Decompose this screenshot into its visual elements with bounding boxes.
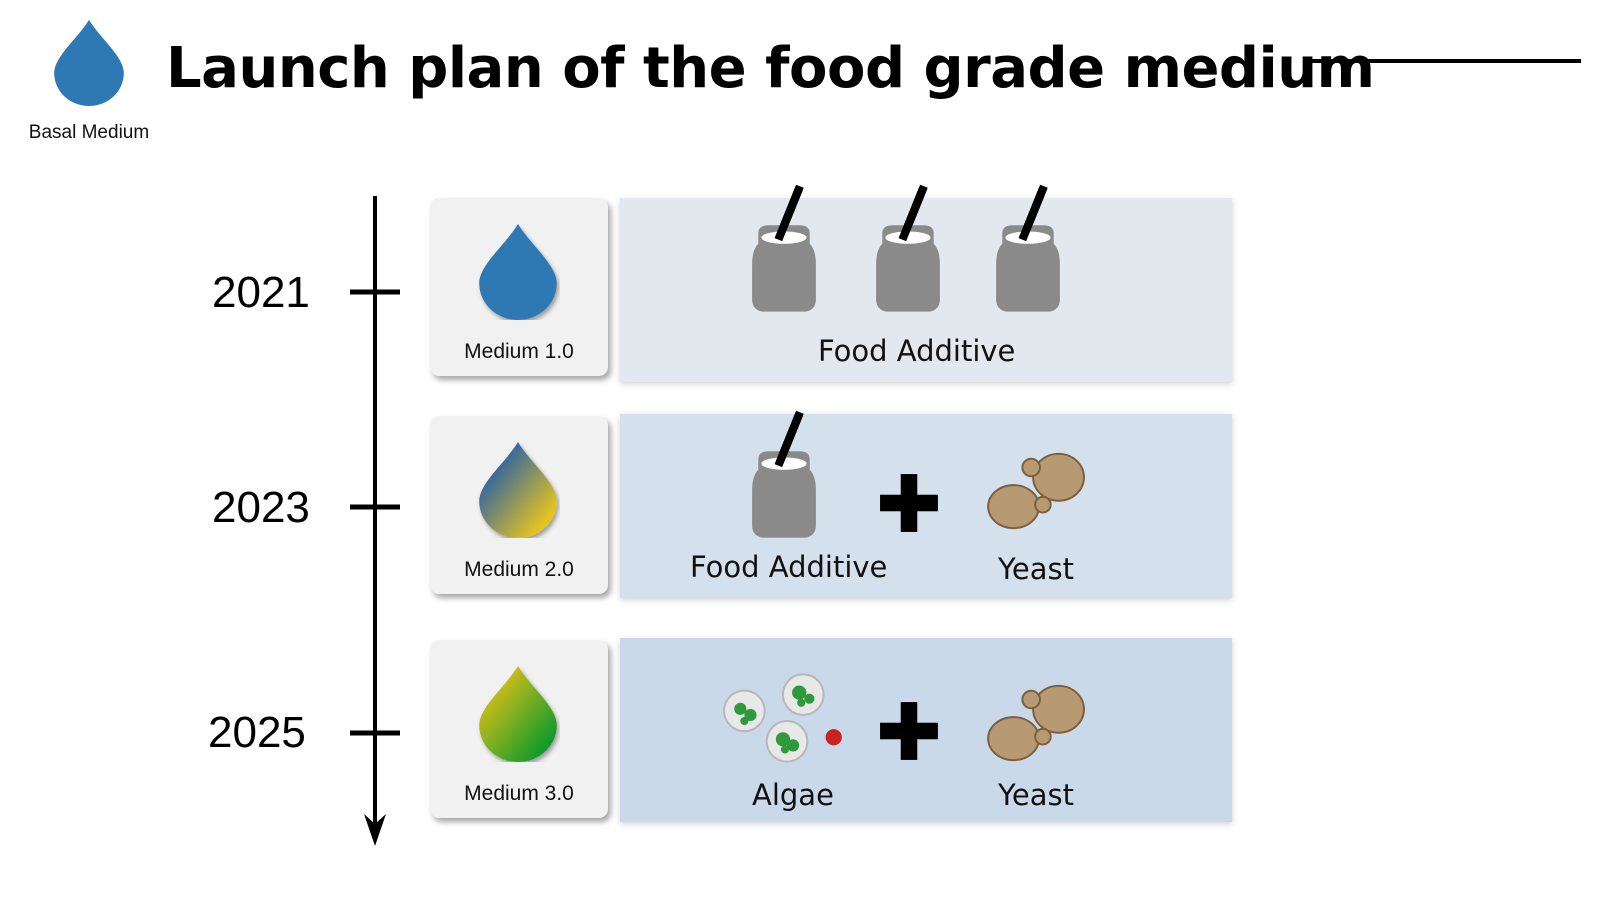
jar-icon xyxy=(748,184,820,318)
ingredient-label: Yeast xyxy=(998,552,1074,586)
plus-icon xyxy=(878,472,940,534)
yeast-icon xyxy=(984,678,1092,766)
yeast-icon xyxy=(984,446,1092,534)
blue-yellow-drop-icon xyxy=(476,440,560,538)
ingredient-label: Food Additive xyxy=(818,334,1016,368)
medium-label: Medium 1.0 xyxy=(464,340,574,363)
medium-card-3: Medium 3.0 xyxy=(430,640,608,818)
ingredient-label: Food Additive xyxy=(690,550,888,584)
page-title: Launch plan of the food grade medium xyxy=(166,36,1375,101)
timeline-axis xyxy=(350,196,400,846)
ingredients-panel-3: Algae Yeast xyxy=(620,638,1232,822)
blue-drop-icon xyxy=(476,222,560,320)
ingredient-label: Yeast xyxy=(998,778,1074,812)
year-label: 2023 xyxy=(212,483,310,532)
year-label: 2025 xyxy=(208,708,306,757)
ingredient-label: Algae xyxy=(752,778,834,812)
medium-card-1: Medium 1.0 xyxy=(430,198,608,376)
ingredients-panel-2: Food Additive Yeast xyxy=(620,414,1232,598)
algae-icon xyxy=(720,668,852,770)
logo-label: Basal Medium xyxy=(28,122,150,143)
year-label: 2021 xyxy=(212,268,310,317)
ingredients-panel-1: Food Additive xyxy=(620,198,1232,382)
yellow-green-drop-icon xyxy=(476,664,560,762)
title-divider xyxy=(1303,59,1581,63)
medium-card-2: Medium 2.0 xyxy=(430,416,608,594)
plus-icon xyxy=(878,700,940,762)
blue-drop-icon xyxy=(52,18,126,106)
medium-label: Medium 2.0 xyxy=(464,558,574,581)
jar-icon xyxy=(748,410,820,544)
medium-label: Medium 3.0 xyxy=(464,782,574,805)
jar-icon xyxy=(992,184,1064,318)
jar-icon xyxy=(872,184,944,318)
